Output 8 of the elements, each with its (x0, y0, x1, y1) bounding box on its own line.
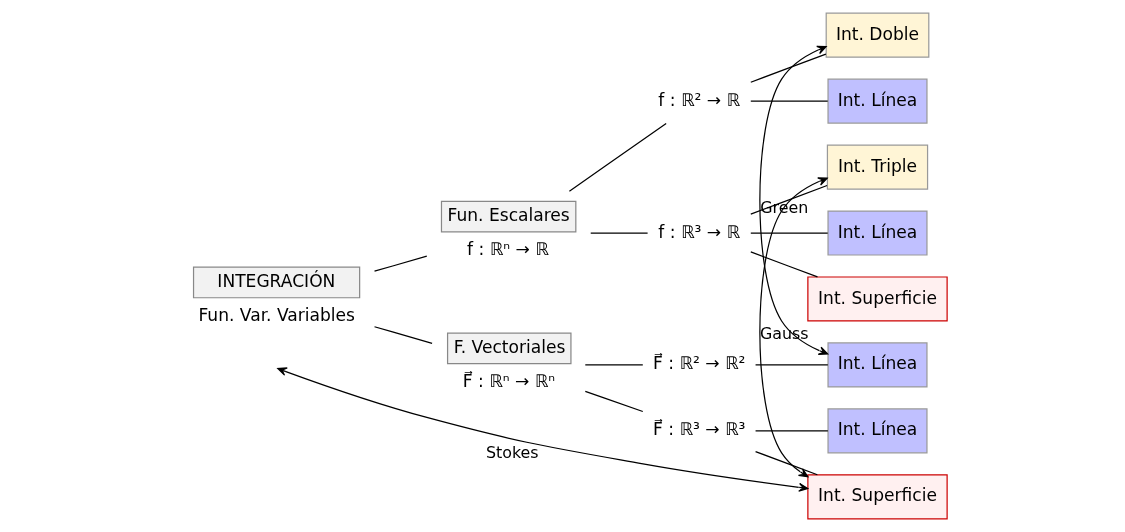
node-label: Fun. Var. Variables (197, 305, 355, 326)
edge-label: Stokes (485, 442, 539, 462)
node-text: F⃗ : ℝ³ → ℝ³ (652, 419, 745, 440)
node-label: F⃗ : ℝⁿ → ℝⁿ (462, 371, 555, 392)
node-label: f : ℝⁿ → ℝ (466, 239, 549, 260)
node-text: f : ℝ³ → ℝ (657, 221, 740, 242)
node-text: F⃗ : ℝ² → ℝ² (652, 353, 745, 374)
node-text: f : ℝ² → ℝ (657, 89, 740, 110)
